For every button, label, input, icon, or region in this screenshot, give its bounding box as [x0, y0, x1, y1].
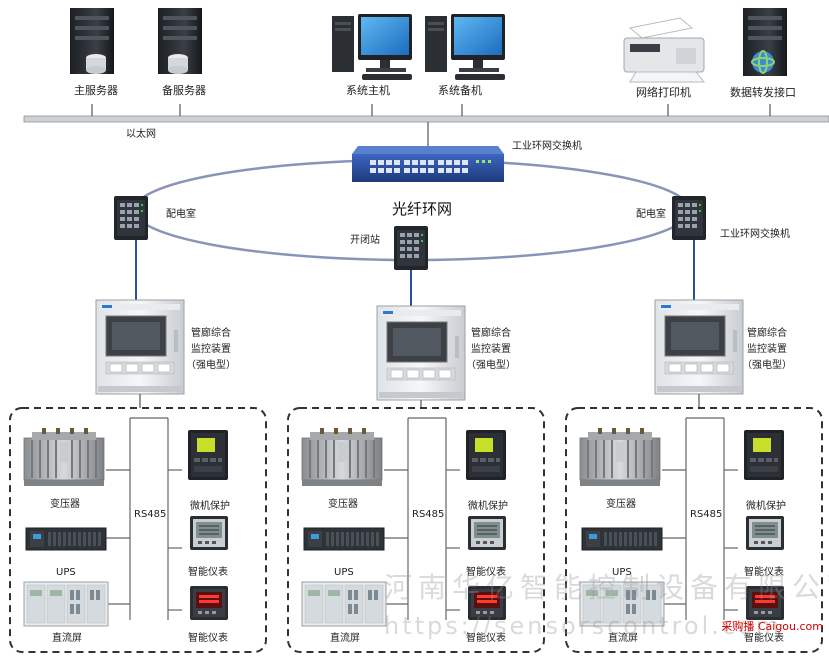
- rs485-bus-label: RS485: [690, 509, 723, 520]
- ups-label: UPS: [612, 567, 632, 578]
- ethernet-bus: [23, 104, 829, 150]
- smart-meter-label: 智能仪表: [466, 633, 506, 644]
- smart-meter-label: 智能仪表: [744, 567, 784, 578]
- data-forward-port-icon: [743, 8, 787, 76]
- dc-panel-label: 直流屏: [52, 633, 82, 644]
- dc-panel-label: 直流屏: [608, 633, 638, 644]
- main-server-icon: [70, 8, 114, 74]
- transformer-icon: [301, 427, 383, 487]
- smart-meter-icon: [467, 515, 507, 551]
- monitor-unit-3-icon: [654, 299, 744, 395]
- relay-protection-label: 微机保护: [746, 501, 786, 512]
- smart-meter-label: 智能仪表: [188, 567, 228, 578]
- monitor-2-label: 管廊综合 监控装置 （强电型）: [466, 328, 516, 371]
- monitor-unit-2-icon: [376, 305, 466, 401]
- relay-protection-icon: [744, 430, 784, 480]
- left-ring-switch-icon: [114, 196, 148, 240]
- fiber-ring-label: 光纤环网: [392, 200, 453, 218]
- relay-protection-icon: [188, 430, 228, 480]
- backup-server-icon: [158, 8, 202, 74]
- core-switch-icon: [352, 146, 504, 182]
- system-host-icon: [332, 14, 412, 80]
- field-group-border: [287, 407, 545, 653]
- transformer-icon: [579, 427, 661, 487]
- system-backup-label: 系统备机: [438, 84, 482, 97]
- relay-protection-icon: [466, 430, 506, 480]
- relay-protection-label: 微机保护: [190, 501, 230, 512]
- ups-label: UPS: [334, 567, 354, 578]
- field-group-2: [287, 407, 545, 653]
- system-backup-icon: [425, 14, 505, 80]
- backup-server-label: 备服务器: [162, 84, 206, 97]
- left-node-label: 配电室: [166, 209, 196, 220]
- smart-meter-icon: [746, 586, 784, 620]
- dc-panel-icon: [23, 581, 109, 627]
- ups-icon: [25, 527, 107, 551]
- smart-meter-icon: [190, 586, 228, 620]
- center-ring-switch-icon: [394, 226, 428, 270]
- smart-meter-icon: [189, 515, 229, 551]
- rs485-bus-label: RS485: [134, 509, 167, 520]
- smart-meter-icon: [745, 515, 785, 551]
- dc-panel-icon: [301, 581, 387, 627]
- transformer-label: 变压器: [328, 499, 358, 510]
- core-switch-label: 工业环网交换机: [512, 141, 582, 152]
- smart-meter-label: 智能仪表: [466, 567, 506, 578]
- smart-meter-label: 智能仪表: [188, 633, 228, 644]
- field-group-1: [9, 407, 267, 653]
- transformer-label: 变压器: [50, 499, 80, 510]
- dc-panel-icon: [579, 581, 665, 627]
- system-host-label: 系统主机: [346, 84, 390, 97]
- ethernet-label: 以太网: [126, 129, 156, 140]
- network-printer-label: 网络打印机: [636, 86, 691, 99]
- right-ring-switch-icon: [672, 196, 706, 240]
- field-group-border: [565, 407, 823, 653]
- ups-label: UPS: [56, 567, 76, 578]
- smart-meter-icon: [468, 586, 506, 620]
- transformer-label: 变压器: [606, 499, 636, 510]
- ups-icon: [303, 527, 385, 551]
- dc-panel-label: 直流屏: [330, 633, 360, 644]
- right-node-label: 配电室: [636, 209, 666, 220]
- smart-meter-label: 智能仪表: [744, 633, 784, 644]
- transformer-icon: [23, 427, 105, 487]
- network-printer-icon: [623, 17, 706, 83]
- data-forward-port-label: 数据转发接口: [730, 86, 796, 99]
- center-node-label: 开闭站: [350, 235, 380, 246]
- monitor-1-label: 管廊综合 监控装置 （强电型）: [186, 328, 236, 371]
- main-server-label: 主服务器: [74, 84, 118, 97]
- rs485-bus-label: RS485: [412, 509, 445, 520]
- monitor-unit-1-icon: [95, 299, 185, 395]
- ups-icon: [581, 527, 663, 551]
- field-group-3: [565, 407, 823, 653]
- relay-protection-label: 微机保护: [468, 501, 508, 512]
- right-switch-label: 工业环网交换机: [720, 229, 790, 240]
- field-group-border: [9, 407, 267, 653]
- monitor-3-label: 管廊综合 监控装置 （强电型）: [742, 328, 792, 371]
